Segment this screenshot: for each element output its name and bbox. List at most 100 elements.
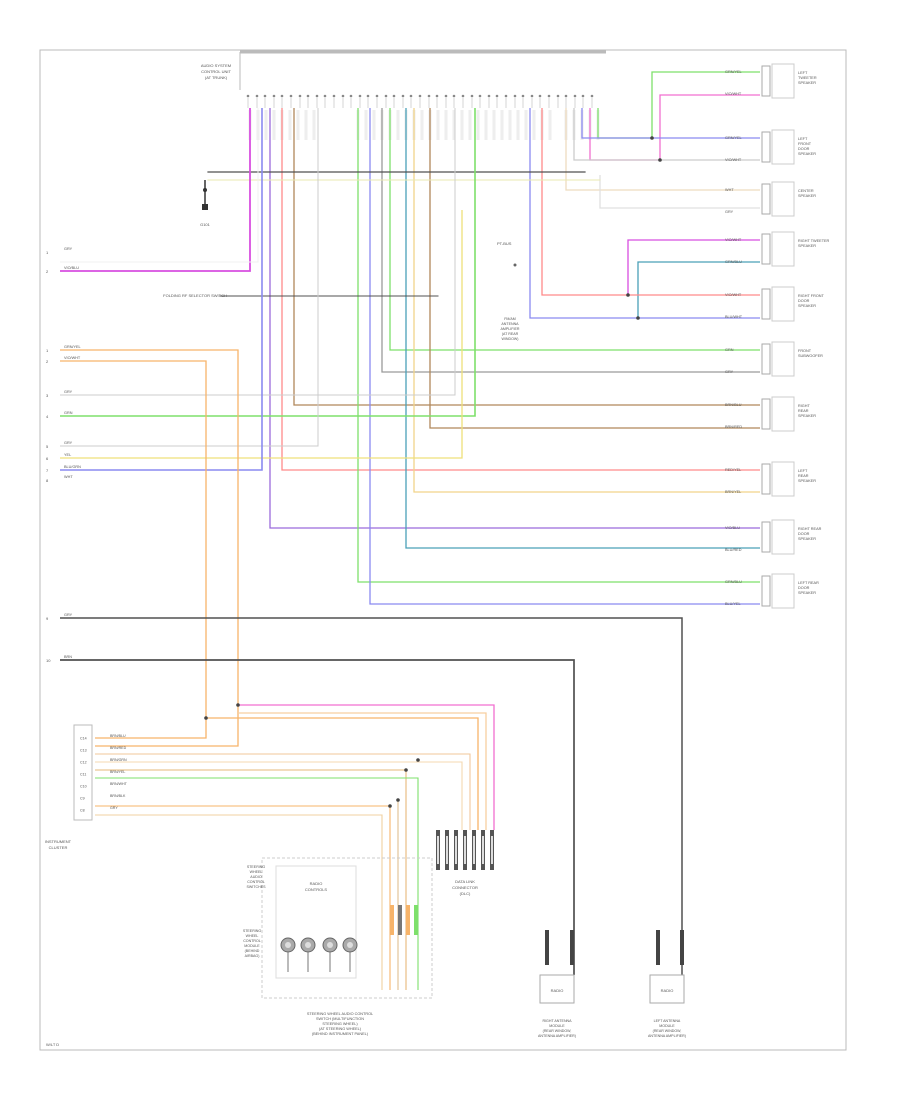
- left-pin-number: 1: [46, 348, 49, 353]
- connector-pin: [384, 94, 388, 98]
- connector-pin: [358, 94, 362, 98]
- speaker-label: SPEAKER: [798, 537, 816, 541]
- left-pin-number: 4: [46, 414, 49, 419]
- wire-left-yel: [60, 210, 463, 459]
- speaker-label: REAR: [798, 409, 809, 413]
- cluster-pin: C10: [80, 785, 87, 789]
- audio-unit-title-1: AUDIO SYSTEM: [201, 63, 231, 68]
- connector-pin: [409, 94, 413, 98]
- left-antenna-label: MODULE: [659, 1024, 675, 1028]
- speaker-label: RIGHT REAR: [798, 527, 822, 531]
- wire-label-stub: [436, 110, 440, 140]
- speaker-connector: [761, 131, 771, 163]
- diagram-frame: [39, 49, 847, 1051]
- amp-label: ANTENNA: [501, 322, 519, 326]
- left-antenna-label: LEFT ANTENNA: [654, 1019, 681, 1023]
- wire-left-gry-2: [60, 108, 456, 396]
- speaker-wire-2: BRN/YEL: [725, 490, 741, 494]
- wire-label-stub: [468, 110, 472, 140]
- dlc-pin-highlight: [482, 836, 484, 864]
- cluster-title-2: CLUSTER: [49, 845, 68, 850]
- connector-pin: [556, 94, 560, 98]
- wire-center-2: [599, 175, 760, 209]
- speaker-label: LEFT REAR: [798, 581, 819, 585]
- wire-rear-left-2: [413, 108, 760, 493]
- cluster-pin: C11: [80, 773, 86, 777]
- wire-dlc-3: [206, 717, 479, 830]
- splice-junction: [204, 716, 208, 720]
- wire-rear-right-1: [293, 108, 760, 406]
- left-antenna-label: ANTENNA AMPLIFIER): [648, 1034, 686, 1038]
- wire-label-stub: [548, 110, 552, 140]
- cluster-pin: C9: [80, 797, 85, 801]
- connector-pin: [564, 94, 568, 98]
- wire-dlc-2: [238, 712, 487, 830]
- connector-pin: [366, 94, 370, 98]
- amp-label: WINDOW): [502, 337, 519, 341]
- knob-center: [285, 942, 291, 948]
- speaker-label: SPEAKER: [798, 244, 816, 248]
- wire-label-stub: [508, 110, 512, 140]
- radio-left-label: AUDIO: [250, 875, 262, 879]
- wire-cluster-1: [60, 349, 239, 705]
- data-link-connector: DATA LINK CONNECTOR (DLC): [436, 830, 494, 896]
- speaker-connector: [761, 521, 771, 553]
- left-antenna-box: RADIO: [661, 988, 674, 993]
- wire-dlc-1: [238, 704, 495, 830]
- amp-label: AMPLIFIER: [501, 327, 520, 331]
- left-pin-number: 10: [46, 658, 51, 663]
- left-pin-number: 8: [46, 478, 49, 483]
- left-wire-label: GRY: [64, 613, 73, 617]
- cluster-wire: BRN/GRN: [110, 758, 127, 762]
- speaker-connector: [761, 398, 771, 430]
- radio-left-label-2: CONTROL: [243, 939, 261, 943]
- wire-label-stub: [272, 110, 276, 140]
- pin-box-label: PT-BUS: [497, 241, 512, 246]
- wire-label-stub: [516, 110, 520, 140]
- dlc-pin-highlight: [473, 836, 475, 864]
- right-antenna-label: ANTENNA AMPLIFIER): [538, 1034, 576, 1038]
- speaker-label: LEFT: [798, 137, 808, 141]
- amp-label: FM/AM: [504, 317, 516, 321]
- ground-symbol: G101: [200, 180, 211, 227]
- speaker-label: SPEAKER: [798, 414, 816, 418]
- connector-pin: [375, 94, 379, 98]
- speaker-body: [771, 461, 795, 497]
- wire-label-stub: [444, 110, 448, 140]
- left-pin-number: 6: [46, 456, 49, 461]
- cluster-pin: C8: [80, 809, 85, 813]
- connector-pin: [255, 94, 259, 98]
- cluster-pin: C13: [80, 749, 87, 753]
- speaker-group: GRN/YELVIO/WHTLEFTTWEETERSPEAKERGRN/YELV…: [725, 63, 830, 609]
- speaker-wire-1: GRN/YEL: [725, 70, 742, 74]
- speaker-label: SPEAKER: [798, 194, 816, 198]
- connector-pin: [504, 94, 508, 98]
- wire-label-stub: [396, 110, 400, 140]
- connector-pin-row: [246, 94, 600, 140]
- speaker-wire-1: VIO/WHT: [725, 238, 742, 242]
- wire-label-stub: [304, 110, 308, 140]
- dlc-label-1: DATA LINK: [455, 879, 475, 884]
- speaker-wire-1: GRN/BLU: [725, 580, 742, 584]
- wire-label-stub: [484, 110, 488, 140]
- wire-radio-3: [95, 805, 391, 990]
- wire-dlc-5: [95, 761, 463, 830]
- knob-center: [347, 942, 353, 948]
- left-antenna-label: (REAR WINDOW,: [653, 1029, 682, 1033]
- radio-connector-pin: [414, 905, 418, 935]
- left-pin-number: 7: [46, 468, 49, 473]
- wire-rear-door-left-1: [357, 108, 760, 583]
- right-antenna-label: (REAR WINDOW,: [543, 1029, 572, 1033]
- left-wire-label: BRN: [64, 655, 72, 659]
- speaker-wire-1: WHT: [725, 188, 734, 192]
- cluster-title-1: INSTRUMENT: [45, 839, 72, 844]
- speaker-label: RIGHT: [798, 404, 810, 408]
- radio-bottom-label: STEERING WHEEL AUDIO CONTROL: [307, 1012, 373, 1016]
- speaker-connector: [761, 575, 771, 607]
